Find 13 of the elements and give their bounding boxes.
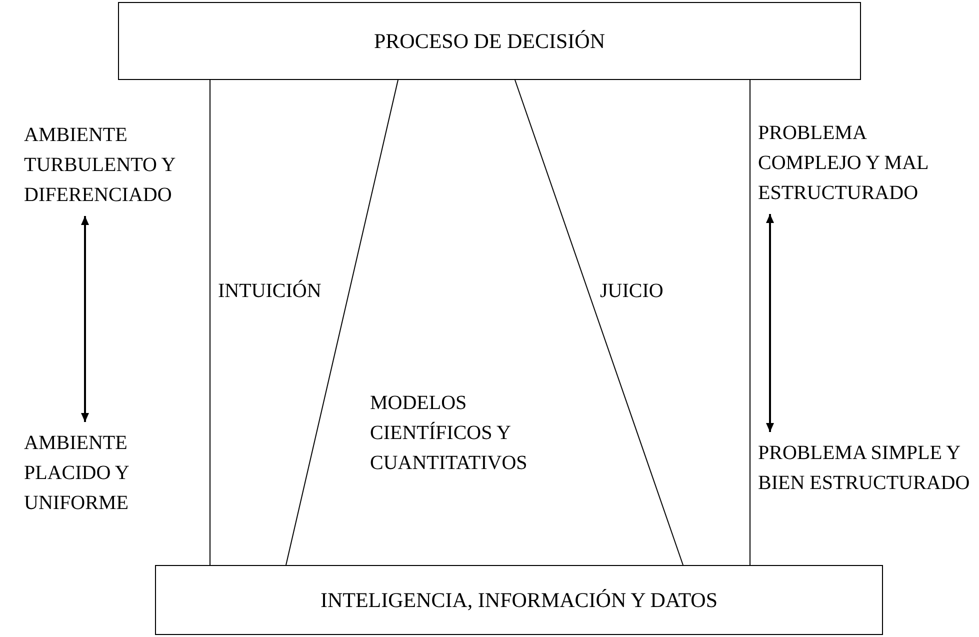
connector-line xyxy=(514,80,684,566)
side-text: PROBLEMA COMPLEJO Y MAL ESTRUCTURADO xyxy=(758,118,973,208)
region-label: MODELOS CIENTÍFICOS Y CUANTITATIVOS xyxy=(370,391,528,476)
region-label: INTUICIÓN xyxy=(218,278,322,304)
double-arrow xyxy=(766,214,774,432)
process-box: PROCESO DE DECISIÓN xyxy=(118,2,861,80)
double-arrow xyxy=(81,216,89,422)
side-text: AMBIENTE PLACIDO Y UNIFORME xyxy=(24,428,204,518)
side-text: PROBLEMA SIMPLE Y BIEN ESTRUCTURADO xyxy=(758,438,973,498)
side-text: AMBIENTE TURBULENTO Y DIFERENCIADO xyxy=(24,120,204,210)
connector-line xyxy=(286,80,398,566)
region-label: JUICIO xyxy=(600,279,664,304)
process-box: INTELIGENCIA, INFORMACIÓN Y DATOS xyxy=(155,565,883,635)
